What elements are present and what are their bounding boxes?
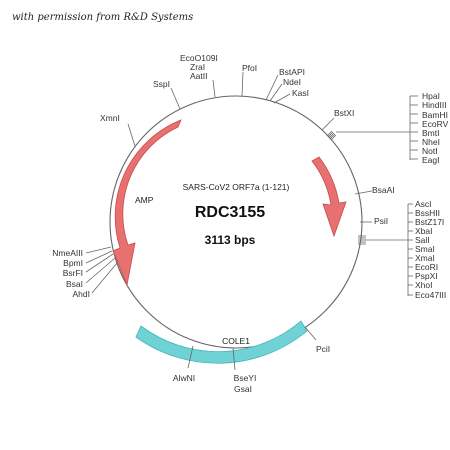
site-tick-ndei bbox=[269, 83, 283, 102]
site-label-alwni: AlwNI bbox=[173, 373, 195, 383]
site-tick-kasi bbox=[273, 93, 291, 104]
site-label-zrai: ZraI bbox=[190, 62, 205, 72]
mcs2-site-xhoi: XhoI bbox=[415, 280, 433, 290]
plasmid-size: 3113 bps bbox=[205, 233, 256, 247]
mcs1-site-hindiii: HindIII bbox=[422, 100, 447, 110]
site-label-ndei: NdeI bbox=[283, 77, 301, 87]
site-tick-bstxi bbox=[321, 117, 335, 131]
mcs1-site-noti: NotI bbox=[422, 146, 438, 156]
orf7a-arrow bbox=[311, 156, 347, 238]
site-label-psii: PsiI bbox=[374, 216, 388, 226]
site-label-nmeaiii: NmeAIII bbox=[52, 248, 83, 258]
plasmid-backbone bbox=[109, 95, 363, 349]
mcs2-site-smai: SmaI bbox=[415, 244, 435, 254]
site-label-bstapi: BstAPI bbox=[279, 67, 305, 77]
plasmid-name: RDC3155 bbox=[195, 204, 265, 221]
site-label-kasi: KasI bbox=[292, 88, 309, 98]
mcs2-site-bstz17i: BstZ17I bbox=[415, 217, 444, 227]
mcs2-site-xbai: XbaI bbox=[415, 226, 433, 236]
site-tick-bsai bbox=[85, 257, 116, 284]
site-tick-bsrfi bbox=[85, 253, 114, 273]
site-label-ahdi: AhdI bbox=[73, 289, 91, 299]
site-tick-aatii bbox=[212, 79, 216, 98]
site-tick-xmni bbox=[127, 123, 136, 147]
insert-label: SARS-CoV2 ORF7a (1-121) bbox=[183, 182, 290, 192]
site-tick-alwni bbox=[187, 345, 194, 369]
site-tick-bpmi bbox=[85, 250, 113, 264]
mcs1-ticks bbox=[326, 130, 337, 141]
site-label-bsaai: BsaAI bbox=[372, 185, 395, 195]
site-label-aatii: AatII bbox=[190, 71, 207, 81]
site-label-bpmi: BpmI bbox=[63, 258, 83, 268]
site-tick-nmeaiii bbox=[85, 246, 112, 254]
site-label-bsrfi: BsrFI bbox=[63, 268, 83, 278]
site-tick-pfoi bbox=[241, 71, 244, 97]
site-tick-sspi bbox=[170, 87, 181, 110]
mcs2-site-bsshii: BssHII bbox=[415, 208, 440, 218]
site-label-pfoi: PfoI bbox=[242, 63, 257, 73]
mcs2-site-ecori: EcoRI bbox=[415, 262, 438, 272]
mcs1-site-bmti: BmtI bbox=[422, 128, 439, 138]
mcs2-site-eco47iii: Eco47III bbox=[415, 290, 446, 300]
site-label-bsai: BsaI bbox=[66, 279, 83, 289]
credit-text: with permission from R&D Systems bbox=[12, 12, 193, 23]
mcs1-site-bamhi: BamHI bbox=[422, 110, 448, 120]
cole1-label: COLE1 bbox=[222, 336, 250, 346]
site-tick-ahdi bbox=[91, 262, 118, 294]
mcs1-ticklines bbox=[410, 95, 418, 160]
mcs1-site-eagi: EagI bbox=[422, 155, 440, 165]
mcs2-site-sali: SalI bbox=[415, 235, 430, 245]
amp-arrow bbox=[112, 119, 182, 287]
mcs1-site-ecorv: EcoRV bbox=[422, 119, 449, 129]
site-tick-bsaai bbox=[354, 190, 373, 195]
site-label-sspi: SspI bbox=[153, 79, 170, 89]
site-tick-bseyi bbox=[232, 347, 236, 371]
mcs2-ticks bbox=[358, 235, 366, 245]
mcs1-site-hpai: HpaI bbox=[422, 91, 440, 101]
mcs2-site-asci: AscI bbox=[415, 199, 432, 209]
site-label-xmni: XmnI bbox=[100, 113, 120, 123]
site-tick-bstapi bbox=[265, 74, 279, 101]
site-label-gsai: GsaI bbox=[234, 384, 252, 394]
mcs2-site-pspxi: PspXI bbox=[415, 271, 438, 281]
mcs2-ticklines bbox=[408, 203, 413, 296]
site-label-bstxi: BstXI bbox=[334, 108, 354, 118]
site-label-bseyi: BseYI bbox=[234, 373, 257, 383]
mcs2-site-xmai: XmaI bbox=[415, 253, 435, 263]
site-label-ecoo109i: EcoO109I bbox=[180, 53, 218, 63]
site-label-pcii: PciI bbox=[316, 344, 330, 354]
mcs1-site-nhei: NheI bbox=[422, 137, 440, 147]
amp-label: AMP bbox=[135, 195, 154, 205]
cole1-arc bbox=[135, 320, 308, 364]
site-tick-pcii bbox=[304, 326, 317, 341]
